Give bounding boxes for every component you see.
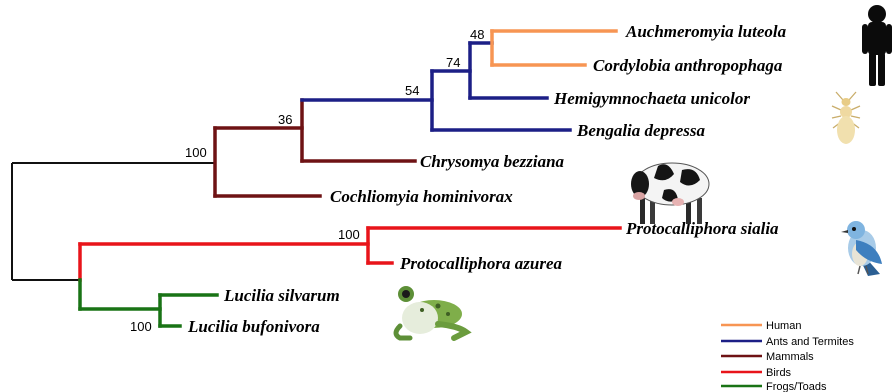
legend: Human Ants and Termites Mammals Birds Fr… <box>721 320 854 392</box>
taxon-label: Lucilia silvarum <box>223 286 340 305</box>
taxon-label: Cochliomyia hominivorax <box>330 187 513 206</box>
taxon-label: Bengalia depressa <box>576 121 705 140</box>
ants-termites-branches <box>302 43 570 130</box>
mammals-branches <box>215 100 415 196</box>
bootstrap-label: 36 <box>278 112 292 127</box>
legend-item-mammals: Mammals <box>721 351 814 363</box>
legend-label: Frogs/Toads <box>766 381 827 392</box>
legend-label: Ants and Termites <box>766 336 854 348</box>
bird-icon <box>841 221 882 276</box>
bootstrap-label: 100 <box>338 227 360 242</box>
legend-label: Birds <box>766 367 792 379</box>
termite-icon <box>832 92 860 144</box>
taxon-label: Cordylobia anthropophaga <box>593 56 783 75</box>
bootstrap-label: 54 <box>405 83 419 98</box>
legend-label: Human <box>766 320 801 332</box>
bootstrap-label: 100 <box>185 145 207 160</box>
bootstrap-label: 100 <box>130 319 152 334</box>
legend-item-birds: Birds <box>721 367 792 379</box>
taxon-label: Chrysomya bezziana <box>420 152 565 171</box>
root-branches <box>12 163 215 280</box>
cow-icon <box>631 163 709 224</box>
bootstrap-label: 74 <box>446 55 460 70</box>
legend-item-frogs-toads: Frogs/Toads <box>721 381 827 392</box>
taxon-label: Protocalliphora azurea <box>399 254 562 273</box>
legend-label: Mammals <box>766 351 814 363</box>
legend-item-ants-termites: Ants and Termites <box>721 336 854 348</box>
taxon-label: Lucilia bufonivora <box>187 317 320 336</box>
legend-item-human: Human <box>721 320 801 332</box>
taxon-label: Protocalliphora sialia <box>625 219 779 238</box>
frog-icon <box>396 286 466 338</box>
taxon-label: Hemigymnochaeta unicolor <box>553 89 750 108</box>
taxon-label: Auchmeromyia luteola <box>625 22 787 41</box>
human-silhouette-icon <box>862 5 892 86</box>
bootstrap-label: 48 <box>470 27 484 42</box>
